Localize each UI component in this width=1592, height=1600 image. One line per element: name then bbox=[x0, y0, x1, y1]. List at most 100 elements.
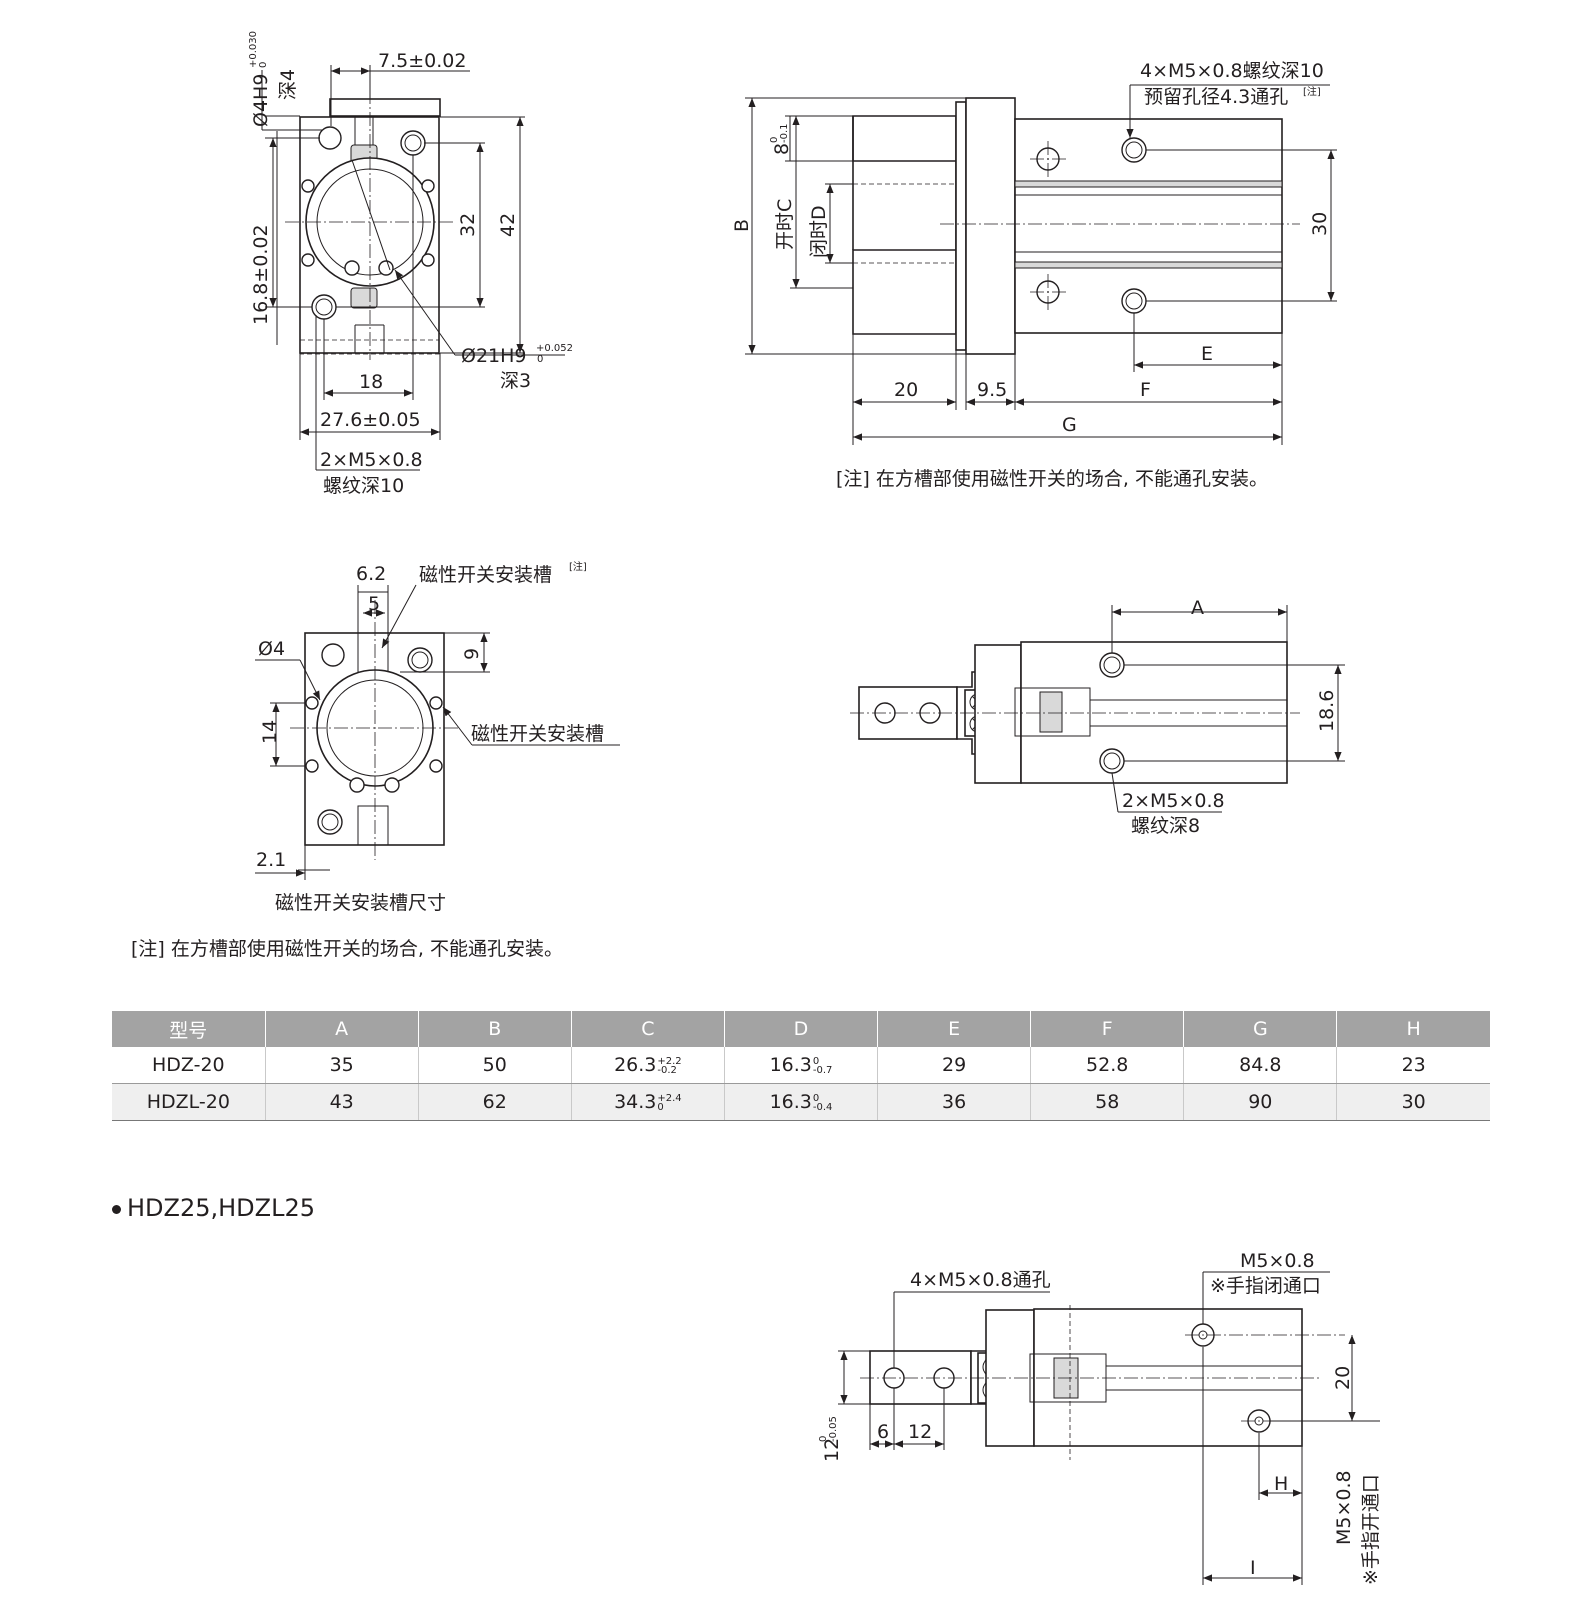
dim-12: 12 bbox=[821, 1438, 843, 1462]
cell-E: 36 bbox=[877, 1083, 1032, 1121]
dim-5: 5 bbox=[368, 593, 380, 615]
dim-B: B bbox=[731, 219, 753, 232]
slot-caption: 磁性开关安装槽尺寸 bbox=[275, 892, 446, 914]
cell-D-value: 16.3 bbox=[769, 1091, 812, 1113]
hole-note-1: 4×M5×0.8螺纹深10 bbox=[1140, 60, 1324, 82]
dim-14: 14 bbox=[259, 720, 281, 744]
cell-A: 43 bbox=[265, 1083, 419, 1121]
dim-8-tol-upper: 0 bbox=[769, 137, 780, 143]
slot-label: 磁性开关安装槽 bbox=[419, 564, 552, 586]
cell-D-tol: 0-0.4 bbox=[812, 1092, 833, 1113]
dim-20-bottom: 20 bbox=[1332, 1366, 1354, 1390]
cell-D-value: 16.3 bbox=[769, 1054, 812, 1076]
bottom-view: 4×M5×0.8通孔 M5×0.8 ※手指闭通口 20 12 0 -0.05 6… bbox=[818, 1250, 1382, 1585]
section-title-text: HDZ25,HDZL25 bbox=[127, 1194, 316, 1222]
dim-8-tol-lower: -0.1 bbox=[779, 123, 790, 143]
dim-hole-dia: Ø4H9 bbox=[250, 74, 272, 127]
dim-F: F bbox=[1140, 379, 1151, 401]
mid-left-slot-view: 6.2 磁性开关安装槽 [注] 5 Ø4 9 14 磁性开关安装槽 2.1 磁性… bbox=[255, 560, 620, 914]
header-E: E bbox=[877, 1011, 1032, 1047]
cell-F: 58 bbox=[1030, 1083, 1185, 1121]
dim-18: 18 bbox=[359, 371, 383, 393]
dim-18-6: 18.6 bbox=[1316, 690, 1338, 732]
top-right-note: [注] 在方槽部使用磁性开关的场合, 不能通孔安装。 bbox=[836, 468, 1268, 490]
header-B: B bbox=[418, 1011, 572, 1047]
thread-note-2: 螺纹深8 bbox=[1131, 815, 1200, 837]
dim-E: E bbox=[1201, 343, 1213, 365]
top-left-end-view: Ø4H9 +0.030 0 深4 7.5±0.02 32 42 16.8±0.0… bbox=[248, 31, 573, 497]
dim-6-2: 6.2 bbox=[356, 563, 386, 585]
top-right-side-view: 4×M5×0.8螺纹深10 预留孔径4.3通孔 [注] 8 0 -0.1 B 开… bbox=[731, 60, 1337, 445]
header-C: C bbox=[571, 1011, 725, 1047]
cell-E: 29 bbox=[877, 1047, 1032, 1084]
dim-D: 闭时D bbox=[808, 205, 830, 258]
dim-hole-tol-lower: 0 bbox=[258, 62, 269, 68]
dim-C: 开时C bbox=[774, 199, 796, 250]
hole-note-ref: [注] bbox=[1303, 85, 1321, 98]
tol-lower: -0.2 bbox=[657, 1064, 677, 1076]
header-D: D bbox=[724, 1011, 879, 1047]
header-F: F bbox=[1030, 1011, 1185, 1047]
thread-note-1: 2×M5×0.8 bbox=[1122, 790, 1225, 812]
dim-bore: Ø21H9 bbox=[461, 345, 527, 367]
slot-label-2: 磁性开关安装槽 bbox=[471, 723, 604, 745]
hole-note-2: 预留孔径4.3通孔 bbox=[1144, 86, 1288, 108]
dim-12-tol-lower: -0.05 bbox=[828, 1416, 839, 1442]
cell-B: 62 bbox=[418, 1083, 572, 1121]
cell-C-value: 26.3 bbox=[614, 1054, 657, 1076]
cell-D: 16.30-0.7 bbox=[724, 1047, 879, 1084]
tol-lower: 0 bbox=[657, 1101, 664, 1113]
dim-bore-depth: 深3 bbox=[500, 370, 531, 392]
cell-D: 16.30-0.4 bbox=[724, 1083, 879, 1121]
cell-A: 35 bbox=[265, 1047, 419, 1084]
cell-model: HDZL-20 bbox=[112, 1083, 266, 1121]
mid-left-note: [注] 在方槽部使用磁性开关的场合, 不能通孔安装。 bbox=[131, 938, 563, 960]
dim-12b: 12 bbox=[908, 1421, 932, 1443]
hole-note: 4×M5×0.8通孔 bbox=[910, 1269, 1051, 1291]
port-open-1: M5×0.8 bbox=[1333, 1470, 1355, 1545]
tol-lower: -0.4 bbox=[812, 1101, 833, 1113]
cell-C-tol: +2.2-0.2 bbox=[657, 1056, 681, 1076]
tol-upper: 0 bbox=[812, 1055, 820, 1067]
cell-model: HDZ-20 bbox=[112, 1047, 266, 1084]
dim-hole-depth: 深4 bbox=[277, 69, 299, 100]
mid-right-top-view: A 18.6 2×M5×0.8 螺纹深8 bbox=[850, 597, 1345, 837]
cell-D-tol: 0-0.7 bbox=[812, 1055, 833, 1076]
dim-A: A bbox=[1191, 597, 1204, 619]
dim-I: I bbox=[1250, 1557, 1256, 1579]
dim-bore-tol-upper: +0.052 bbox=[536, 343, 573, 354]
dim-2-1: 2.1 bbox=[256, 849, 286, 871]
table-row: HDZ-20 35 50 26.3+2.2-0.2 16.30-0.7 29 5… bbox=[112, 1047, 1490, 1084]
dim-dia4: Ø4 bbox=[258, 638, 285, 660]
tol-lower: -0.7 bbox=[812, 1064, 833, 1076]
cell-B: 50 bbox=[418, 1047, 572, 1084]
dim-9-5: 9.5 bbox=[977, 379, 1007, 401]
header-G: G bbox=[1183, 1011, 1338, 1047]
cell-C: 26.3+2.2-0.2 bbox=[571, 1047, 725, 1084]
dim-12-tol-upper: 0 bbox=[818, 1436, 829, 1442]
thread-note-1: 2×M5×0.8 bbox=[320, 449, 423, 471]
spec-table-header: 型号 A B C D E F G H bbox=[112, 1011, 1490, 1047]
port-close-2: ※手指闭通口 bbox=[1210, 1275, 1321, 1297]
dim-9: 9 bbox=[461, 648, 483, 660]
port-close-1: M5×0.8 bbox=[1240, 1250, 1315, 1272]
header-A: A bbox=[265, 1011, 419, 1047]
spec-table: 型号 A B C D E F G H HDZ-20 35 50 26.3+2.2… bbox=[112, 1011, 1490, 1121]
dim-8: 8 bbox=[771, 143, 793, 155]
cell-H: 23 bbox=[1336, 1047, 1490, 1084]
section-title: HDZ25,HDZL25 bbox=[112, 1194, 315, 1222]
dim-bore-tol-lower: 0 bbox=[537, 354, 543, 365]
dim-42: 42 bbox=[497, 213, 519, 237]
dim-offset: 7.5±0.02 bbox=[378, 50, 466, 72]
slot-label-ref: [注] bbox=[569, 560, 587, 573]
dim-27-6: 27.6±0.05 bbox=[320, 409, 421, 431]
tol-upper: 0 bbox=[812, 1092, 820, 1104]
cell-F: 52.8 bbox=[1030, 1047, 1185, 1084]
dim-H: H bbox=[1274, 1473, 1288, 1495]
tol-upper: +2.4 bbox=[657, 1092, 682, 1104]
thread-note-2: 螺纹深10 bbox=[323, 475, 404, 497]
port-open-2: ※手指开通口 bbox=[1360, 1474, 1382, 1585]
